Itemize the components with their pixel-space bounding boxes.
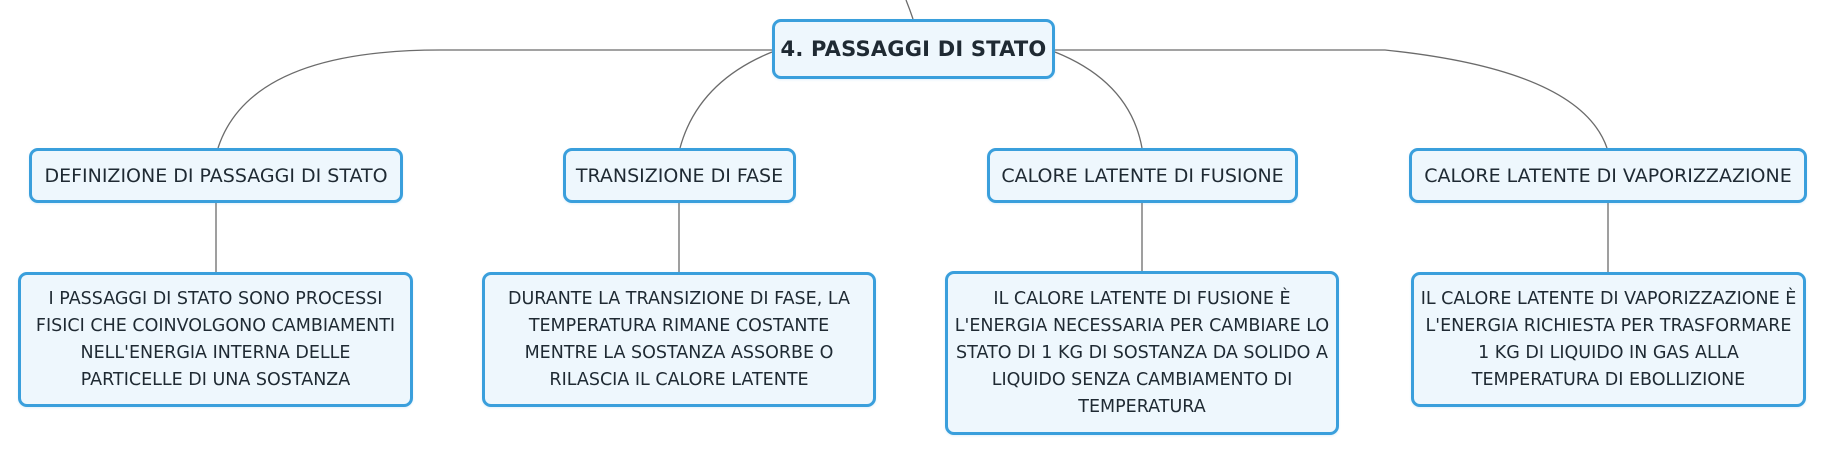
detail-node-transizione[interactable]: DURANTE LA TRANSIZIONE DI FASE, LA TEMPE… [482, 272, 876, 407]
connector-root-vaporizzazione [1055, 49, 1608, 149]
topic-node-transizione[interactable]: TRANSIZIONE DI FASE [563, 148, 796, 203]
detail-node-vaporizzazione[interactable]: IL CALORE LATENTE DI VAPORIZZAZIONE È L'… [1411, 272, 1806, 407]
detail-node-definizione[interactable]: I PASSAGGI DI STATO SONO PROCESSI FISICI… [18, 272, 413, 407]
connector-root-definizione [217, 49, 772, 149]
parent-connector [905, 0, 914, 20]
detail-text: IL CALORE LATENTE DI VAPORIZZAZIONE È L'… [1420, 288, 1797, 390]
topic-node-vaporizzazione[interactable]: CALORE LATENTE DI VAPORIZZAZIONE [1409, 148, 1807, 203]
connector-root-fusione [1054, 51, 1143, 149]
topic-node-definizione[interactable]: DEFINIZIONE DI PASSAGGI DI STATO [29, 148, 403, 203]
detail-text: I PASSAGGI DI STATO SONO PROCESSI FISICI… [35, 288, 396, 390]
topic-label: CALORE LATENTE DI FUSIONE [1001, 164, 1284, 187]
connector-root-transizione [679, 51, 773, 149]
topic-label: TRANSIZIONE DI FASE [575, 164, 784, 187]
topic-node-fusione[interactable]: CALORE LATENTE DI FUSIONE [987, 148, 1298, 203]
root-topic-node[interactable]: 4. PASSAGGI DI STATO [772, 19, 1055, 79]
detail-text: IL CALORE LATENTE DI FUSIONE È L'ENERGIA… [954, 288, 1330, 417]
topic-label: DEFINIZIONE DI PASSAGGI DI STATO [44, 164, 388, 187]
root-topic-label: 4. PASSAGGI DI STATO [780, 37, 1047, 61]
detail-node-fusione[interactable]: IL CALORE LATENTE DI FUSIONE È L'ENERGIA… [945, 271, 1339, 435]
topic-label: CALORE LATENTE DI VAPORIZZAZIONE [1424, 164, 1792, 187]
detail-text: DURANTE LA TRANSIZIONE DI FASE, LA TEMPE… [508, 288, 850, 390]
